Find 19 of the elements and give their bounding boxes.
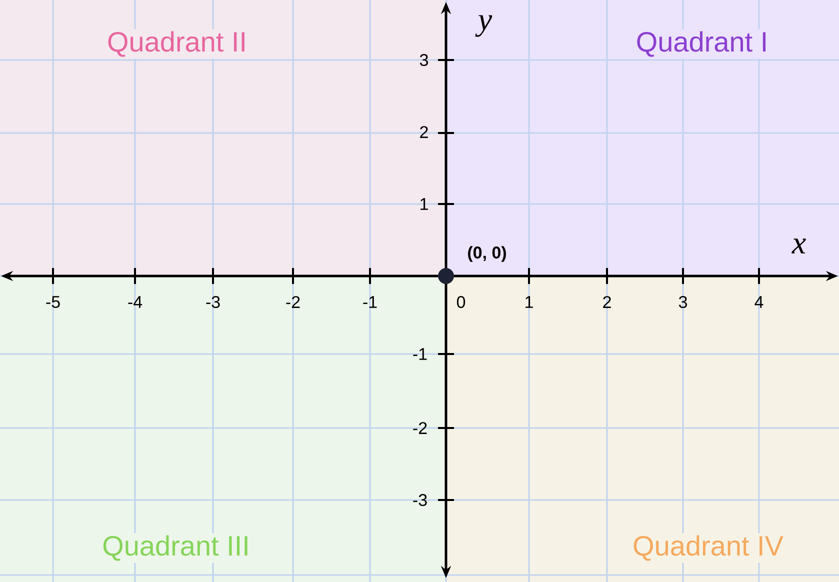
- point-label: (0, 0): [468, 246, 506, 262]
- tick-label: 1: [526, 296, 533, 308]
- axis-label: x: [792, 238, 806, 254]
- axis-label: y: [475, 15, 492, 37]
- tick-label: -2: [286, 296, 300, 308]
- tick-label: -5: [46, 296, 60, 308]
- tick-label: -1: [413, 348, 427, 360]
- tick-label: 4: [754, 296, 764, 308]
- tick-label: 3: [420, 54, 428, 66]
- tick-label: 1: [420, 198, 428, 210]
- tick-label: 3: [678, 296, 687, 308]
- tick-label: -3: [206, 296, 220, 308]
- tick-label: 0: [456, 296, 466, 308]
- tick-label: -1: [363, 296, 377, 308]
- tick-label: -3: [413, 494, 427, 506]
- tick-label: -4: [128, 296, 142, 308]
- tick-label: 2: [603, 296, 611, 308]
- tick-label: 2: [420, 126, 428, 138]
- tick-label: -2: [413, 422, 427, 434]
